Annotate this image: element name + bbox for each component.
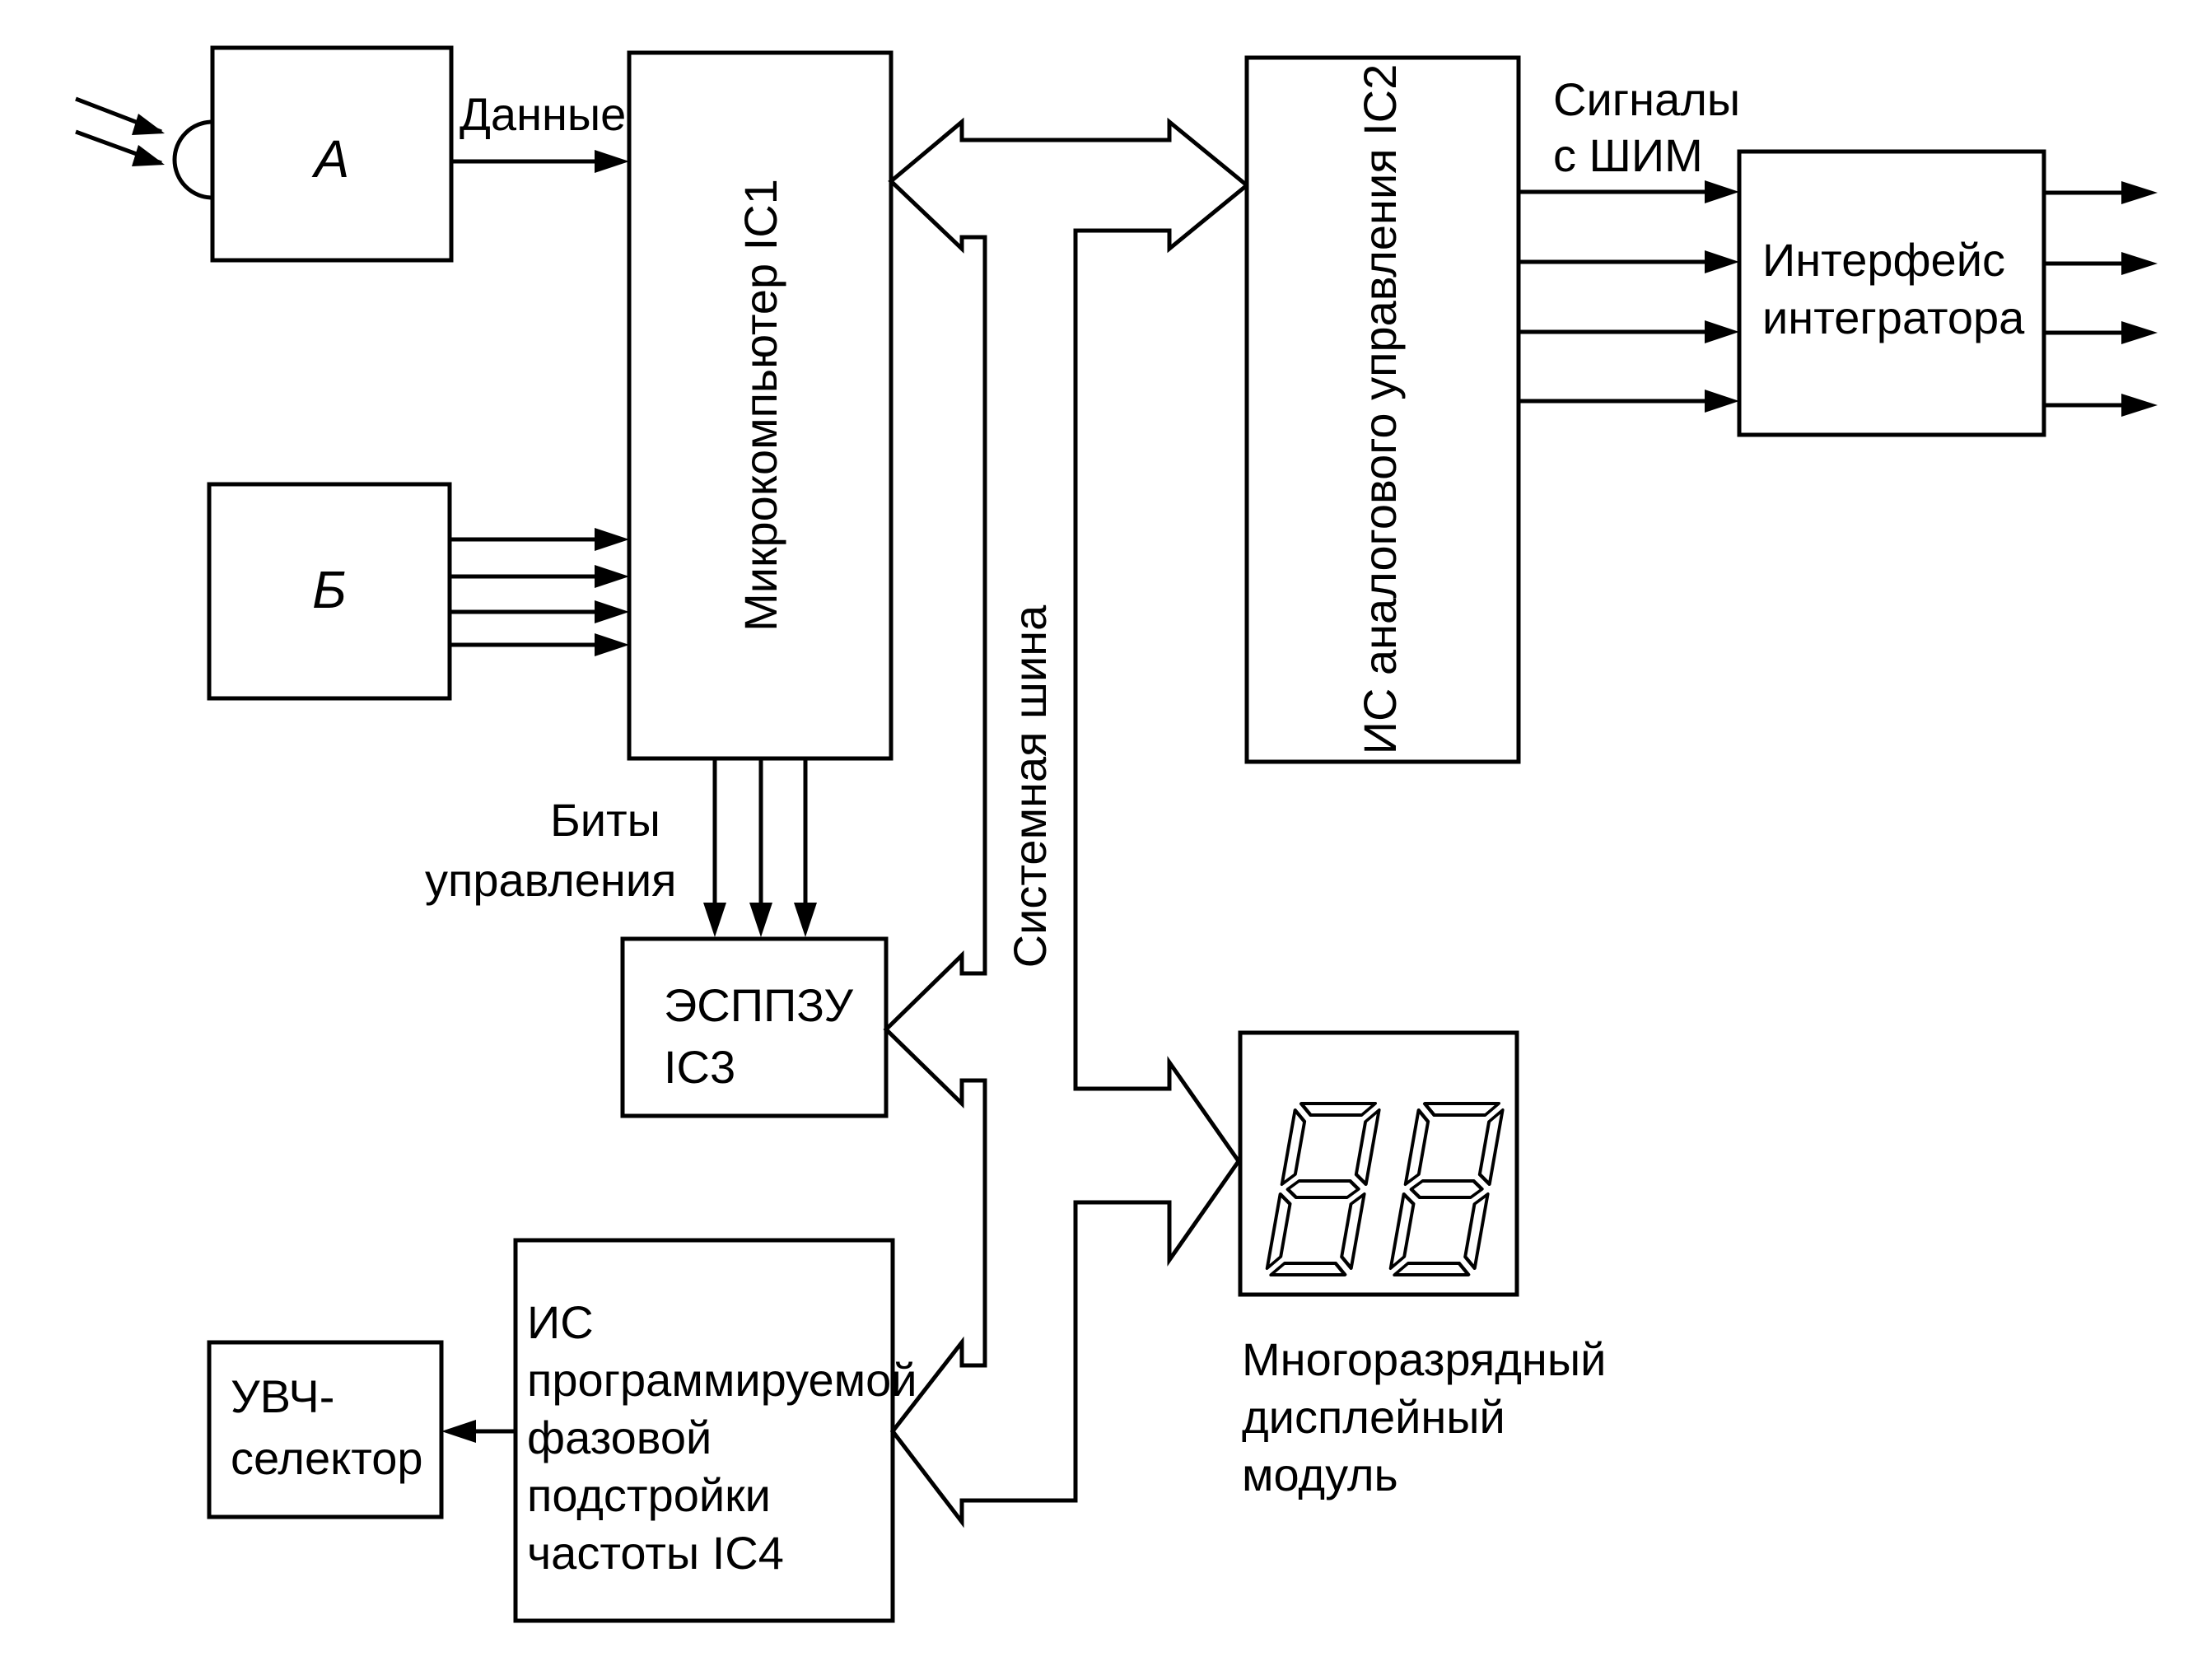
block-a-label: А (311, 129, 350, 189)
ic4-label-line4: подстройки (527, 1469, 771, 1521)
pwm-label-line1: Сигналы (1553, 73, 1740, 125)
ic4-label-line5: частоты IC4 (527, 1527, 784, 1579)
integrator-block (1737, 149, 2046, 437)
ic1-block (627, 50, 894, 761)
photodetector-icon (75, 96, 213, 200)
display-digit-1 (1265, 1102, 1381, 1276)
ic3-label-line1: ЭСППЗУ (664, 979, 853, 1031)
ic2-label: ИС аналогового управления IC2 (1354, 64, 1406, 755)
ic4-label-line3: фазовой (527, 1412, 712, 1463)
ic4-label-line1: ИС (527, 1296, 594, 1348)
ic3-label-line2: IC3 (664, 1041, 735, 1093)
ic1-label: Микрокомпьютер IC1 (735, 179, 786, 632)
block-b-label: Б (312, 560, 347, 619)
ic4-label-line2: программируемой (527, 1354, 917, 1406)
display-caption-line1: Многоразрядный (1242, 1333, 1606, 1385)
system-bus-label: Системная шина (1004, 604, 1056, 968)
block-a (210, 45, 454, 263)
rf-selector-block (207, 1340, 444, 1519)
block-b (207, 482, 452, 701)
display-caption-line2: дисплейный (1242, 1391, 1505, 1443)
integrator-label-line2: интегратора (1762, 292, 2025, 343)
integrator-output-lines (2044, 181, 2158, 417)
display-digit-2 (1388, 1102, 1505, 1276)
control-bits-label-line2: управления (425, 854, 676, 906)
data-label: Данные (460, 88, 626, 140)
pwm-signal-lines (1519, 180, 1739, 413)
system-bus (883, 117, 1250, 1528)
control-bit-lines (703, 758, 817, 937)
ic2-block (1244, 55, 1521, 764)
rf-selector-label-line2: селектор (231, 1432, 423, 1484)
rf-selector-label-line1: УВЧ- (231, 1370, 334, 1422)
integrator-label-line1: Интерфейс (1762, 234, 2005, 286)
keyboard-lines (450, 528, 629, 656)
pwm-label-line2: с ШИМ (1553, 129, 1703, 181)
display-caption-line3: модуль (1242, 1449, 1398, 1500)
data-arrowhead (595, 150, 629, 173)
ic3-block (620, 936, 889, 1118)
control-bits-label-line1: Биты (550, 794, 660, 846)
pll-output-arrowhead (441, 1420, 476, 1443)
seven-segment-display (1265, 1102, 1505, 1276)
